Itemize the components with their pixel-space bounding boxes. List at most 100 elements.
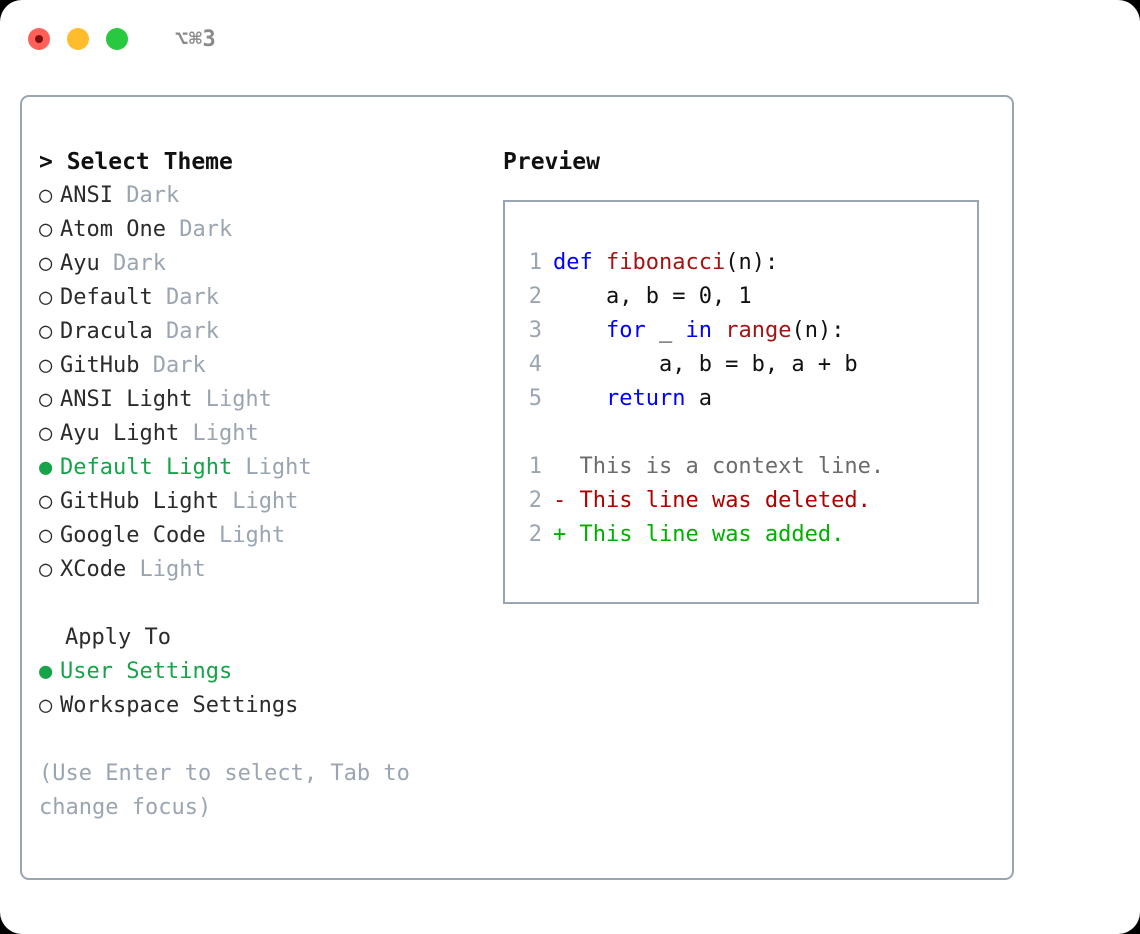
radio-unselected-icon: ○ <box>39 523 53 548</box>
theme-variant-label: Dark <box>99 251 166 276</box>
theme-option-label: ANSI Light <box>60 387 193 412</box>
theme-option-dracula[interactable]: ○Dracula Dark <box>39 315 479 349</box>
maximize-icon[interactable] <box>106 28 128 50</box>
apply-to-option-user-settings[interactable]: ● User Settings <box>39 655 479 689</box>
theme-option-atom-one[interactable]: ○ Atom One Dark <box>39 213 479 247</box>
radio-unselected-icon: ○ <box>39 557 53 582</box>
theme-selector-column: > Select Theme ○ANSI Dark○Atom One Dark○… <box>39 145 479 825</box>
radio-unselected-icon: ○ <box>39 421 53 446</box>
theme-option-google-code[interactable]: ○ Google Code Light <box>39 519 479 553</box>
diff-text: This line was deleted. <box>566 488 871 513</box>
radio-unselected-icon: ○ <box>39 217 53 242</box>
code-token: range <box>725 318 792 343</box>
radio-unselected-icon: ○ <box>39 353 53 378</box>
code-token: for <box>605 318 646 343</box>
theme-option-ansi[interactable]: ○ANSI Dark <box>39 179 479 213</box>
apply-to-option-label: Workspace Settings <box>60 693 299 718</box>
code-token <box>553 318 606 343</box>
theme-variant-label: Dark <box>112 183 180 208</box>
diff-marker <box>553 454 566 479</box>
theme-option-ayu-light[interactable]: ○ Ayu Light Light <box>39 417 479 451</box>
line-number: 2 <box>528 488 542 513</box>
main-panel: > Select Theme ○ANSI Dark○Atom One Dark○… <box>20 95 1014 880</box>
apply-to-list[interactable]: ● User Settings ○ Workspace Settings <box>39 655 479 723</box>
theme-option-label: Google Code <box>60 523 206 548</box>
code-token: a, b = 0, 1 <box>553 284 752 309</box>
theme-variant-label: Light <box>205 523 286 548</box>
close-icon[interactable] <box>28 28 50 50</box>
code-diff-spacer <box>524 416 977 450</box>
theme-variant-label: Dark <box>139 353 206 378</box>
code-token: fibonacci <box>605 250 726 275</box>
code-token: return <box>605 386 686 411</box>
line-number: 4 <box>528 352 542 377</box>
line-number: 2 <box>528 284 542 309</box>
theme-option-github-light[interactable]: ○GitHub Light Light <box>39 485 479 519</box>
traffic-light-group <box>28 28 128 50</box>
radio-unselected-icon: ○ <box>39 251 53 276</box>
theme-variant-label: Light <box>218 489 299 514</box>
diff-line: 2- This line was deleted. <box>524 484 977 518</box>
code-token: a <box>685 386 712 411</box>
line-number: 1 <box>528 454 542 479</box>
list-spacer <box>39 587 479 621</box>
code-line: 3 for _ in range(n): <box>524 314 977 348</box>
radio-unselected-icon: ○ <box>39 319 53 344</box>
theme-variant-label: Light <box>232 455 312 480</box>
theme-option-label: GitHub Light <box>60 489 219 514</box>
theme-option-default[interactable]: ○ Default Dark <box>39 281 479 315</box>
apply-to-header: Apply To <box>65 625 171 650</box>
theme-option-label: XCode <box>60 557 127 582</box>
theme-option-label: Default <box>60 285 153 310</box>
theme-variant-label: Light <box>126 557 206 582</box>
theme-option-label: Default Light <box>60 455 233 480</box>
code-line: 1 def fibonacci(n): <box>524 246 977 280</box>
theme-option-label: GitHub <box>60 353 140 378</box>
theme-option-default-light[interactable]: ●Default Light Light <box>39 451 479 485</box>
apply-to-option-workspace-settings[interactable]: ○ Workspace Settings <box>39 689 479 723</box>
panel-columns: > Select Theme ○ANSI Dark○Atom One Dark○… <box>22 97 1012 878</box>
radio-unselected-icon: ○ <box>39 285 53 310</box>
theme-option-label: ANSI <box>60 183 113 208</box>
diff-sample: 1 This is a context line. 2- This line wa… <box>524 450 977 552</box>
code-line: 4 a, b = b, a + b <box>524 348 977 382</box>
preview-title: Preview <box>503 149 600 175</box>
radio-unselected-icon: ○ <box>39 387 53 412</box>
code-token: (n): <box>791 318 845 343</box>
diff-text: This line was added. <box>566 522 845 547</box>
theme-option-ansi-light[interactable]: ○ ANSI Light Light <box>39 383 479 417</box>
minimize-icon[interactable] <box>67 28 89 50</box>
line-number: 5 <box>528 386 542 411</box>
code-token: a, b = b, a + b <box>553 352 858 377</box>
title-bar: ⌥⌘3 <box>0 0 1140 78</box>
diff-line: 2 + This line was added. <box>524 518 977 552</box>
theme-option-label: Ayu Light <box>60 421 180 446</box>
keyboard-shortcut-label: ⌥⌘3 <box>175 26 217 52</box>
theme-option-ayu[interactable]: ○Ayu Dark <box>39 247 479 281</box>
line-number: 3 <box>528 318 542 343</box>
theme-option-github[interactable]: ○ GitHub Dark <box>39 349 479 383</box>
theme-variant-label: Dark <box>165 217 233 242</box>
apply-to-option-label: User Settings <box>60 659 233 684</box>
theme-list[interactable]: ○ANSI Dark○Atom One Dark○Ayu Dark○Defaul… <box>39 179 479 587</box>
radio-unselected-icon: ○ <box>39 693 53 718</box>
code-line: 2 a, b = 0, 1 <box>524 280 977 314</box>
theme-variant-label: Dark <box>152 285 219 310</box>
theme-option-xcode[interactable]: ○ XCode Light <box>39 553 479 587</box>
code-token: def <box>553 250 606 275</box>
diff-text: This is a context line. <box>566 454 885 479</box>
line-number: 1 <box>528 250 542 275</box>
radio-selected-icon: ● <box>39 659 53 684</box>
select-theme-header: > Select Theme <box>39 149 233 175</box>
code-token: (n): <box>725 250 779 275</box>
theme-variant-label: Light <box>192 387 272 412</box>
theme-variant-label: Light <box>179 421 259 446</box>
diff-marker: + <box>553 522 567 547</box>
theme-option-label: Dracula <box>60 319 153 344</box>
theme-option-label: Atom One <box>60 217 166 242</box>
line-number: 2 <box>528 522 542 547</box>
code-token: _ <box>645 318 686 343</box>
